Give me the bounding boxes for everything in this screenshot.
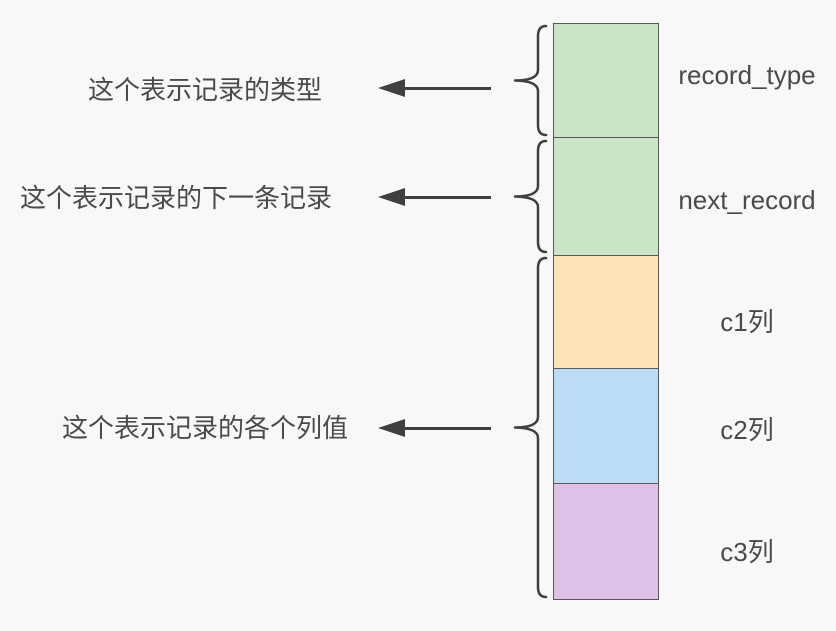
arrow-head-icon [378, 419, 405, 437]
curly-brace-next-record [513, 139, 548, 254]
arrow-head-icon [378, 188, 405, 206]
curly-brace-column-values [513, 256, 548, 599]
curly-brace-record-type [513, 24, 548, 137]
annotation-record-type: 这个表示记录的类型 [88, 75, 323, 105]
arrow-shaft [402, 195, 491, 199]
arrow-head-icon [378, 79, 405, 97]
arrow-shaft [402, 86, 491, 90]
block-record-type [553, 23, 659, 138]
label-record-type: record_type [678, 60, 816, 90]
block-c1-column [553, 255, 659, 369]
block-c2-column [553, 368, 659, 484]
label-next-record: next_record [678, 185, 816, 215]
annotation-next-record: 这个表示记录的下一条记录 [20, 183, 333, 213]
annotation-column-values: 这个表示记录的各个列值 [62, 413, 349, 443]
label-c1-column: c1列 [720, 307, 774, 337]
arrow-shaft [402, 426, 491, 430]
label-c3-column: c3列 [720, 537, 774, 567]
block-next-record [553, 137, 659, 256]
block-c3-column [553, 483, 659, 600]
left-arrow-column-values [378, 419, 491, 437]
left-arrow-next-record [378, 188, 491, 206]
label-c2-column: c2列 [720, 415, 774, 445]
left-arrow-record-type [378, 79, 491, 97]
